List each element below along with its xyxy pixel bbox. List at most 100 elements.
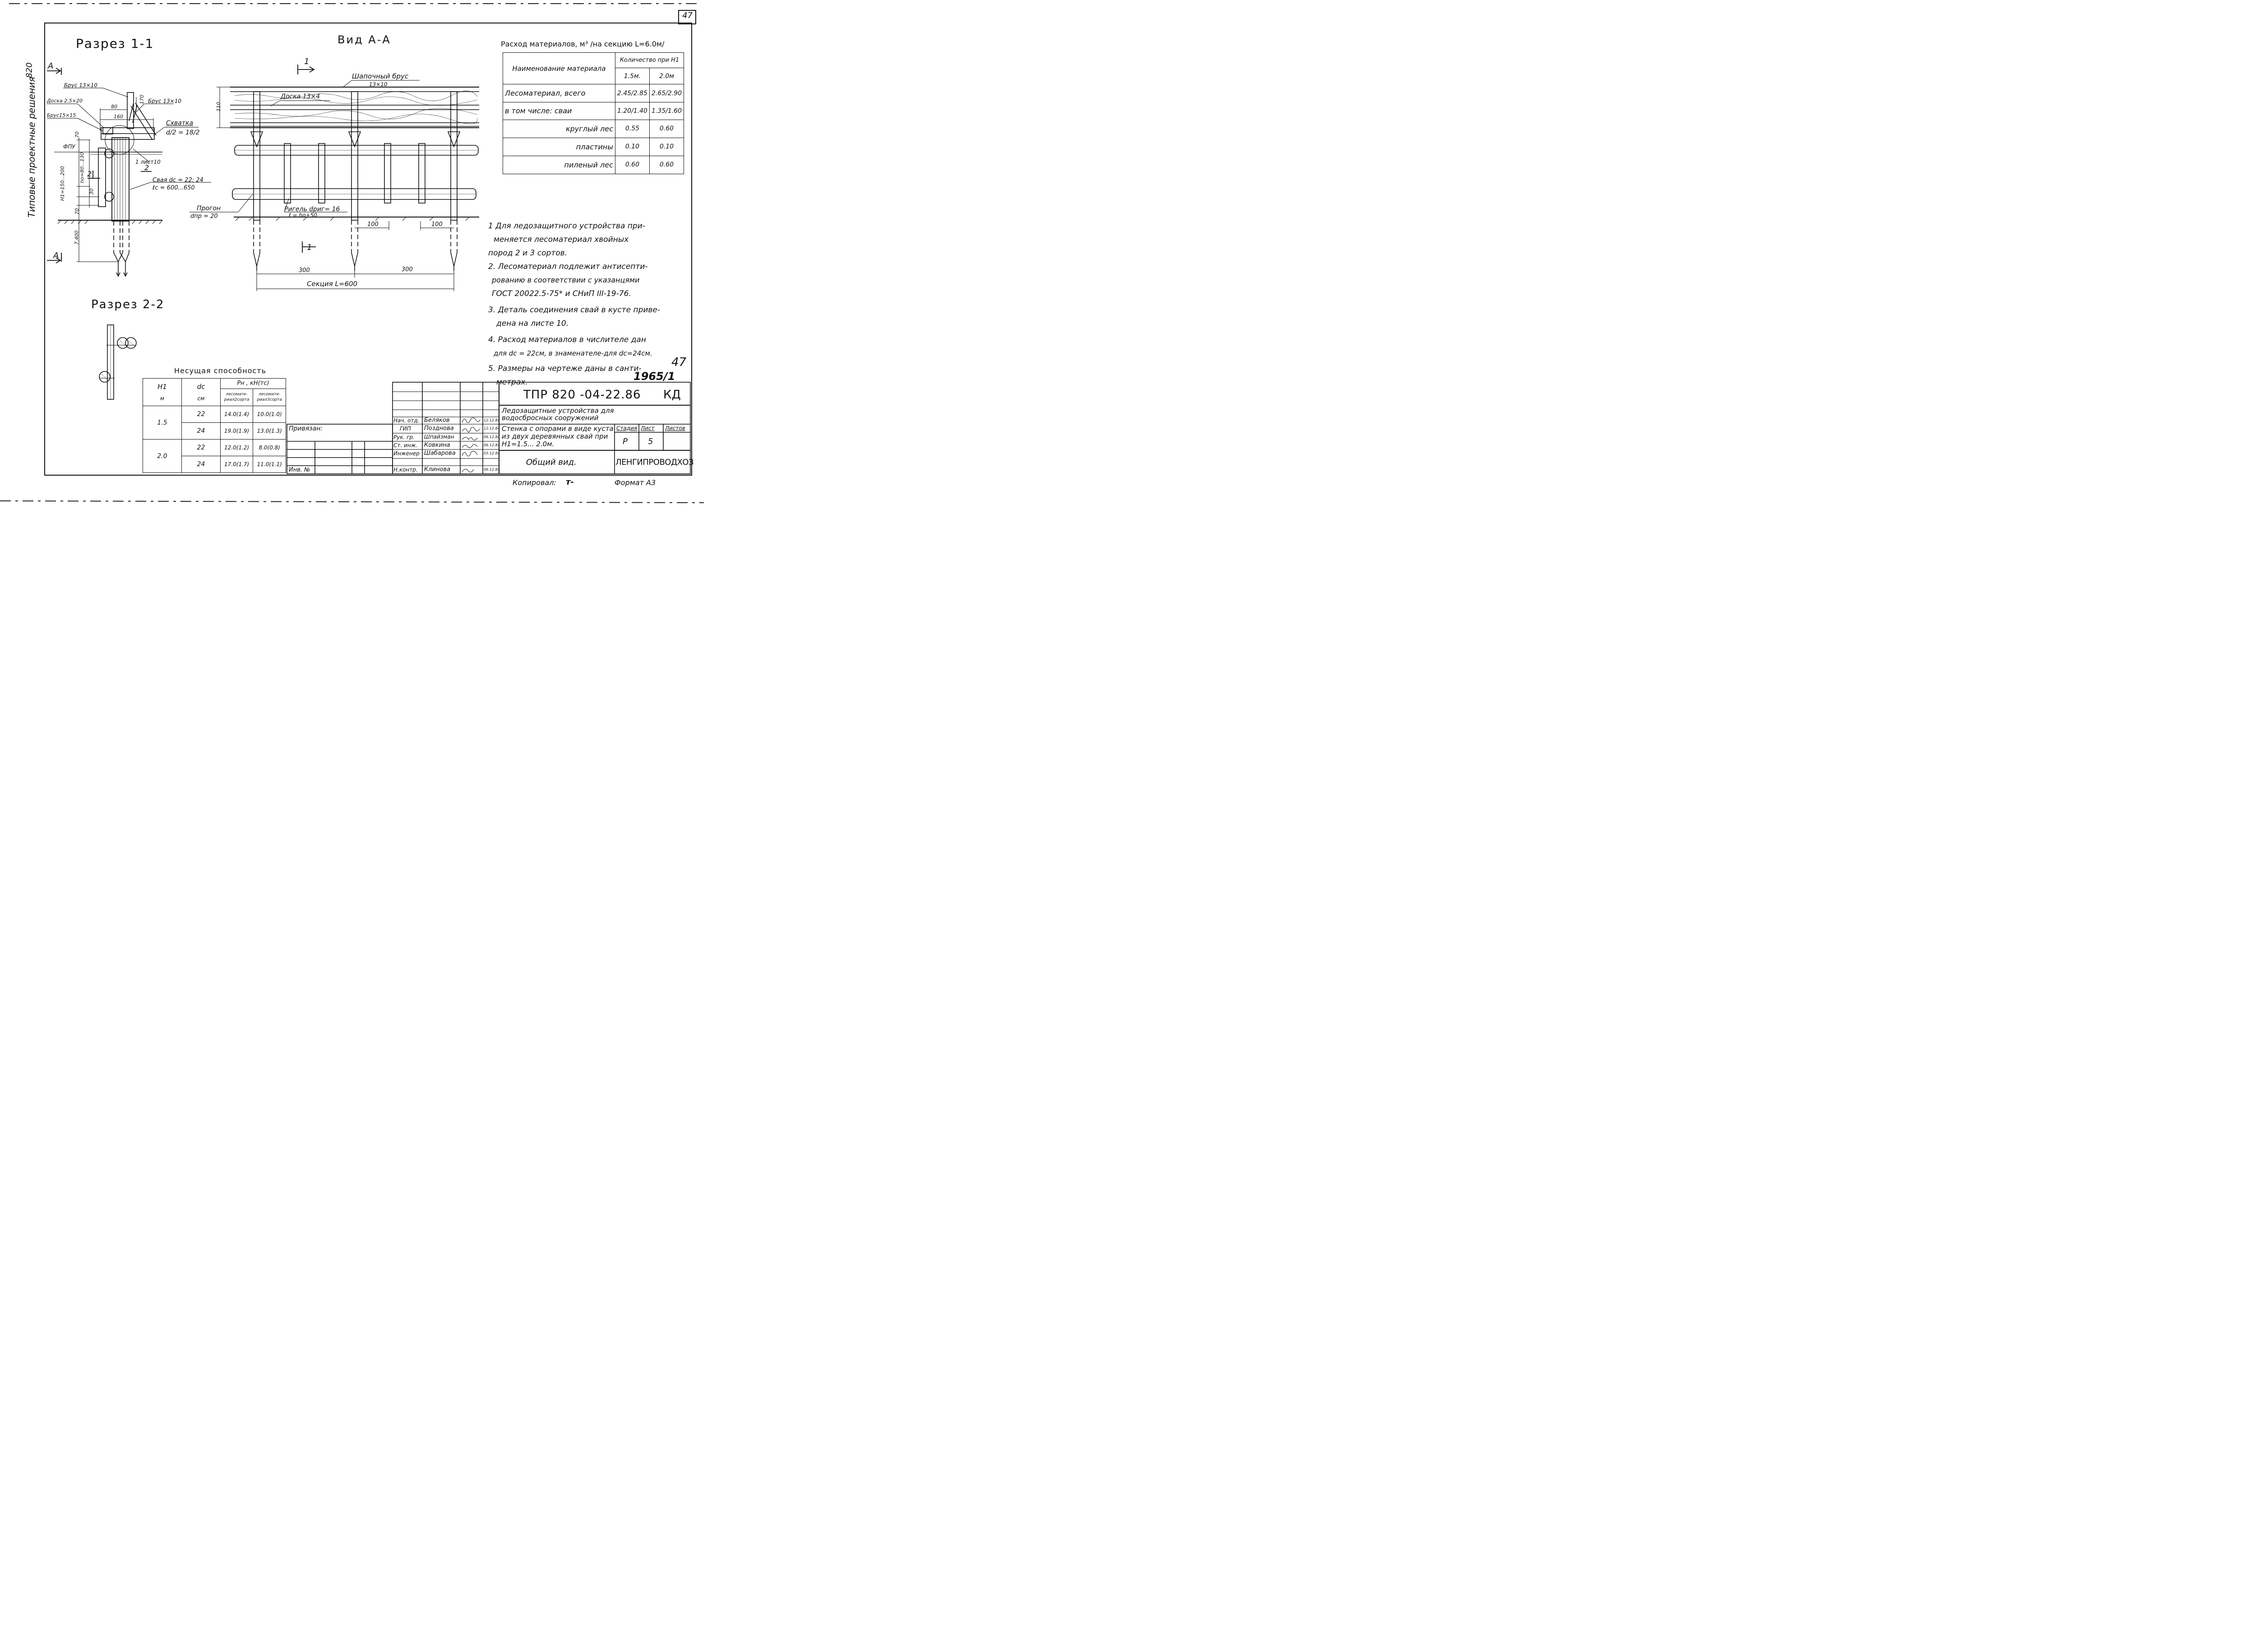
capacity-d-value: 24 — [181, 456, 221, 473]
page-number-box — [678, 10, 696, 24]
materials-cell-v2: 2.65/2.90 — [649, 84, 684, 103]
doc-subject: Ледозащитные устройства для водосбросных… — [502, 407, 614, 422]
section-length: Секция L=600 — [307, 280, 358, 288]
staff-name: Беляков — [424, 417, 450, 424]
copied-by-signature: т- — [566, 477, 574, 487]
doc-view-name: Общий вид. — [526, 458, 577, 467]
materials-header-qty: Количество при H1 — [615, 52, 684, 69]
materials-cell-v2: 0.60 — [649, 119, 684, 138]
section-2-2-title: Разрез 2-2 — [91, 298, 165, 311]
staff-row: Рук. гр. Шпайзман 06.12.84 — [393, 434, 500, 442]
marker-a-top: А — [48, 61, 54, 71]
capacity-h-header: H1 м — [142, 378, 182, 407]
section-1-1-title: Разрез 1-1 — [76, 36, 154, 51]
capacity-d-label: dс — [197, 383, 205, 391]
label-doska: Доска 2.5×20 — [47, 98, 83, 104]
materials-row: пластины 0.10 0.10 — [503, 137, 684, 156]
label-svaya-l: ℓс = 600...650 — [153, 185, 195, 191]
staff-name: Шабарова — [424, 450, 456, 457]
label-rigel-l: ℓ = hо+50 — [289, 212, 317, 218]
capacity-p2-value: 17.0(1.7) — [220, 456, 254, 473]
note-line: ГОСТ 20022.5-75* и СНиП III-19-76. — [492, 289, 631, 298]
lists-label: Листов — [665, 425, 685, 431]
doc-kd: КД — [663, 388, 681, 402]
capacity-p-header: Pн , кН(тс) — [220, 378, 287, 389]
staff-row: Ст. инж. Ковкина 06.12.84 — [393, 442, 500, 450]
scan-edges — [0, 3, 704, 503]
list-label: Лист — [641, 425, 655, 431]
marker-2-a: 2 — [87, 170, 92, 178]
view-aa-title: Вид А-А — [337, 33, 391, 46]
materials-cell-v1: 0.55 — [615, 119, 650, 138]
capacity-p3-value: 13.0(1.3) — [253, 422, 286, 440]
staff-date: 12.12.84 — [484, 418, 500, 422]
label-shapochny: Шапочный брус — [352, 72, 409, 80]
staff-role: Рук. гр. — [393, 434, 415, 440]
doc-sheet-title: Стенка с опорами в виде куста из двух де… — [502, 425, 614, 448]
page-number: 47 — [682, 11, 693, 20]
page-number-handwritten: 47 — [671, 356, 687, 369]
marker-1-bottom: 1 — [307, 243, 312, 252]
label-progon-d: dпр = 20 — [190, 213, 218, 220]
staff-name: Ковкина — [424, 442, 450, 449]
capacity-row: 1.5 22 14.0(1.4) 10.0(1.0) — [142, 406, 286, 440]
label-skhvatka: Схватка — [166, 120, 194, 127]
sheet-frame — [44, 23, 692, 476]
capacity-d-header: dс см — [181, 378, 221, 407]
staff-row: Нач. отд. Беляков 12.12.84 — [393, 417, 500, 424]
dim-300-a: 300 — [299, 267, 310, 274]
staff-role: ГИП — [400, 426, 411, 432]
label-d-frac: d/2 = 18/2 — [166, 129, 200, 136]
capacity-d-value: 24 — [181, 422, 221, 440]
materials-cell-name: в том числе: сваи — [503, 102, 615, 120]
capacity-table: H1 м dс см Pн , кН(тс) лесомате-риал2сор… — [142, 378, 287, 473]
capacity-sub-2: лесомате-риал2сорта — [220, 388, 254, 407]
capacity-h-value: 1.5 — [142, 406, 182, 440]
materials-cell-name: пластины — [503, 137, 615, 156]
capacity-h-value: 2.0 — [142, 439, 182, 473]
label-rigel: Ригель dриг= 16 — [284, 206, 340, 213]
staff-date: 06.12.84 — [484, 443, 500, 447]
doc-code: ТПР 820 -04-22.86 — [523, 388, 641, 402]
note-line: 4. Расход материалов в числителе дан — [488, 335, 646, 344]
title-block-grid — [287, 382, 691, 474]
technical-drawing — [47, 65, 479, 400]
note-line: 2. Лесоматериал подлежит антисепти- — [488, 262, 648, 271]
materials-cell-v1: 2.45/2.85 — [615, 84, 650, 103]
label-brus-13x10-a: Брус 13×10 — [64, 82, 97, 88]
dim-300-b: 300 — [402, 266, 413, 273]
materials-cell-v1: 1.20/1.40 — [615, 102, 650, 120]
staff-row: Инженер Шабарова 03.12.84 — [393, 450, 500, 458]
capacity-title: Несущая способность — [174, 366, 267, 375]
staff-row: ГИП Позднова 12.12.84 — [393, 425, 500, 433]
label-brus-15x15: Брус15×15 — [47, 112, 76, 118]
label-svaya-d: Свая dс = 22; 24 — [153, 177, 203, 184]
dim-160: 160 — [114, 114, 123, 120]
capacity-p3-value: 8.0(0.8) — [253, 439, 286, 457]
marker-1-top: 1 — [304, 57, 310, 66]
drawing-sheet: 47 Типовые проектные решения 820 — [0, 0, 707, 510]
inv-label: Инв. № — [289, 467, 310, 473]
materials-cell-name: Лесоматериал, всего — [503, 84, 615, 103]
staff-role: Инженер — [393, 450, 420, 457]
capacity-row: 24 17.0(1.7) 11.0(1.1) — [143, 456, 286, 473]
note-line: пород 2 и 3 сортов. — [488, 249, 568, 258]
note-line: 5. Размеры на чертеже даны в санти- — [488, 364, 642, 373]
staff-row: Н.контр. Клинова 06.12.84 — [393, 466, 500, 474]
capacity-p3-value: 10.0(1.0) — [253, 406, 286, 423]
capacity-row: 24 19.0(1.9) 13.0(1.3) — [143, 422, 286, 440]
label-fpu: ФПУ — [63, 143, 75, 150]
stage-value: Р — [623, 437, 628, 446]
staff-name: Позднова — [424, 425, 454, 432]
capacity-h-unit: м — [160, 395, 165, 402]
privyazan-label: Привязан: — [289, 425, 323, 432]
materials-row: пиленый лес 0.60 0.60 — [503, 155, 684, 175]
materials-table: Наименование материала Количество при H1… — [503, 52, 684, 175]
note-line: дена на листе 10. — [496, 319, 569, 328]
staff-name: Шпайзман — [424, 434, 454, 440]
note-line: 3. Деталь соединения свай в кусте приве- — [488, 305, 661, 315]
copied-by-label: Копировал: — [513, 478, 556, 487]
staff-date: 06.12.84 — [484, 467, 500, 472]
capacity-p3-value: 11.0(1.1) — [253, 456, 286, 473]
note-line: меняется лесоматериал хвойных — [494, 235, 629, 244]
